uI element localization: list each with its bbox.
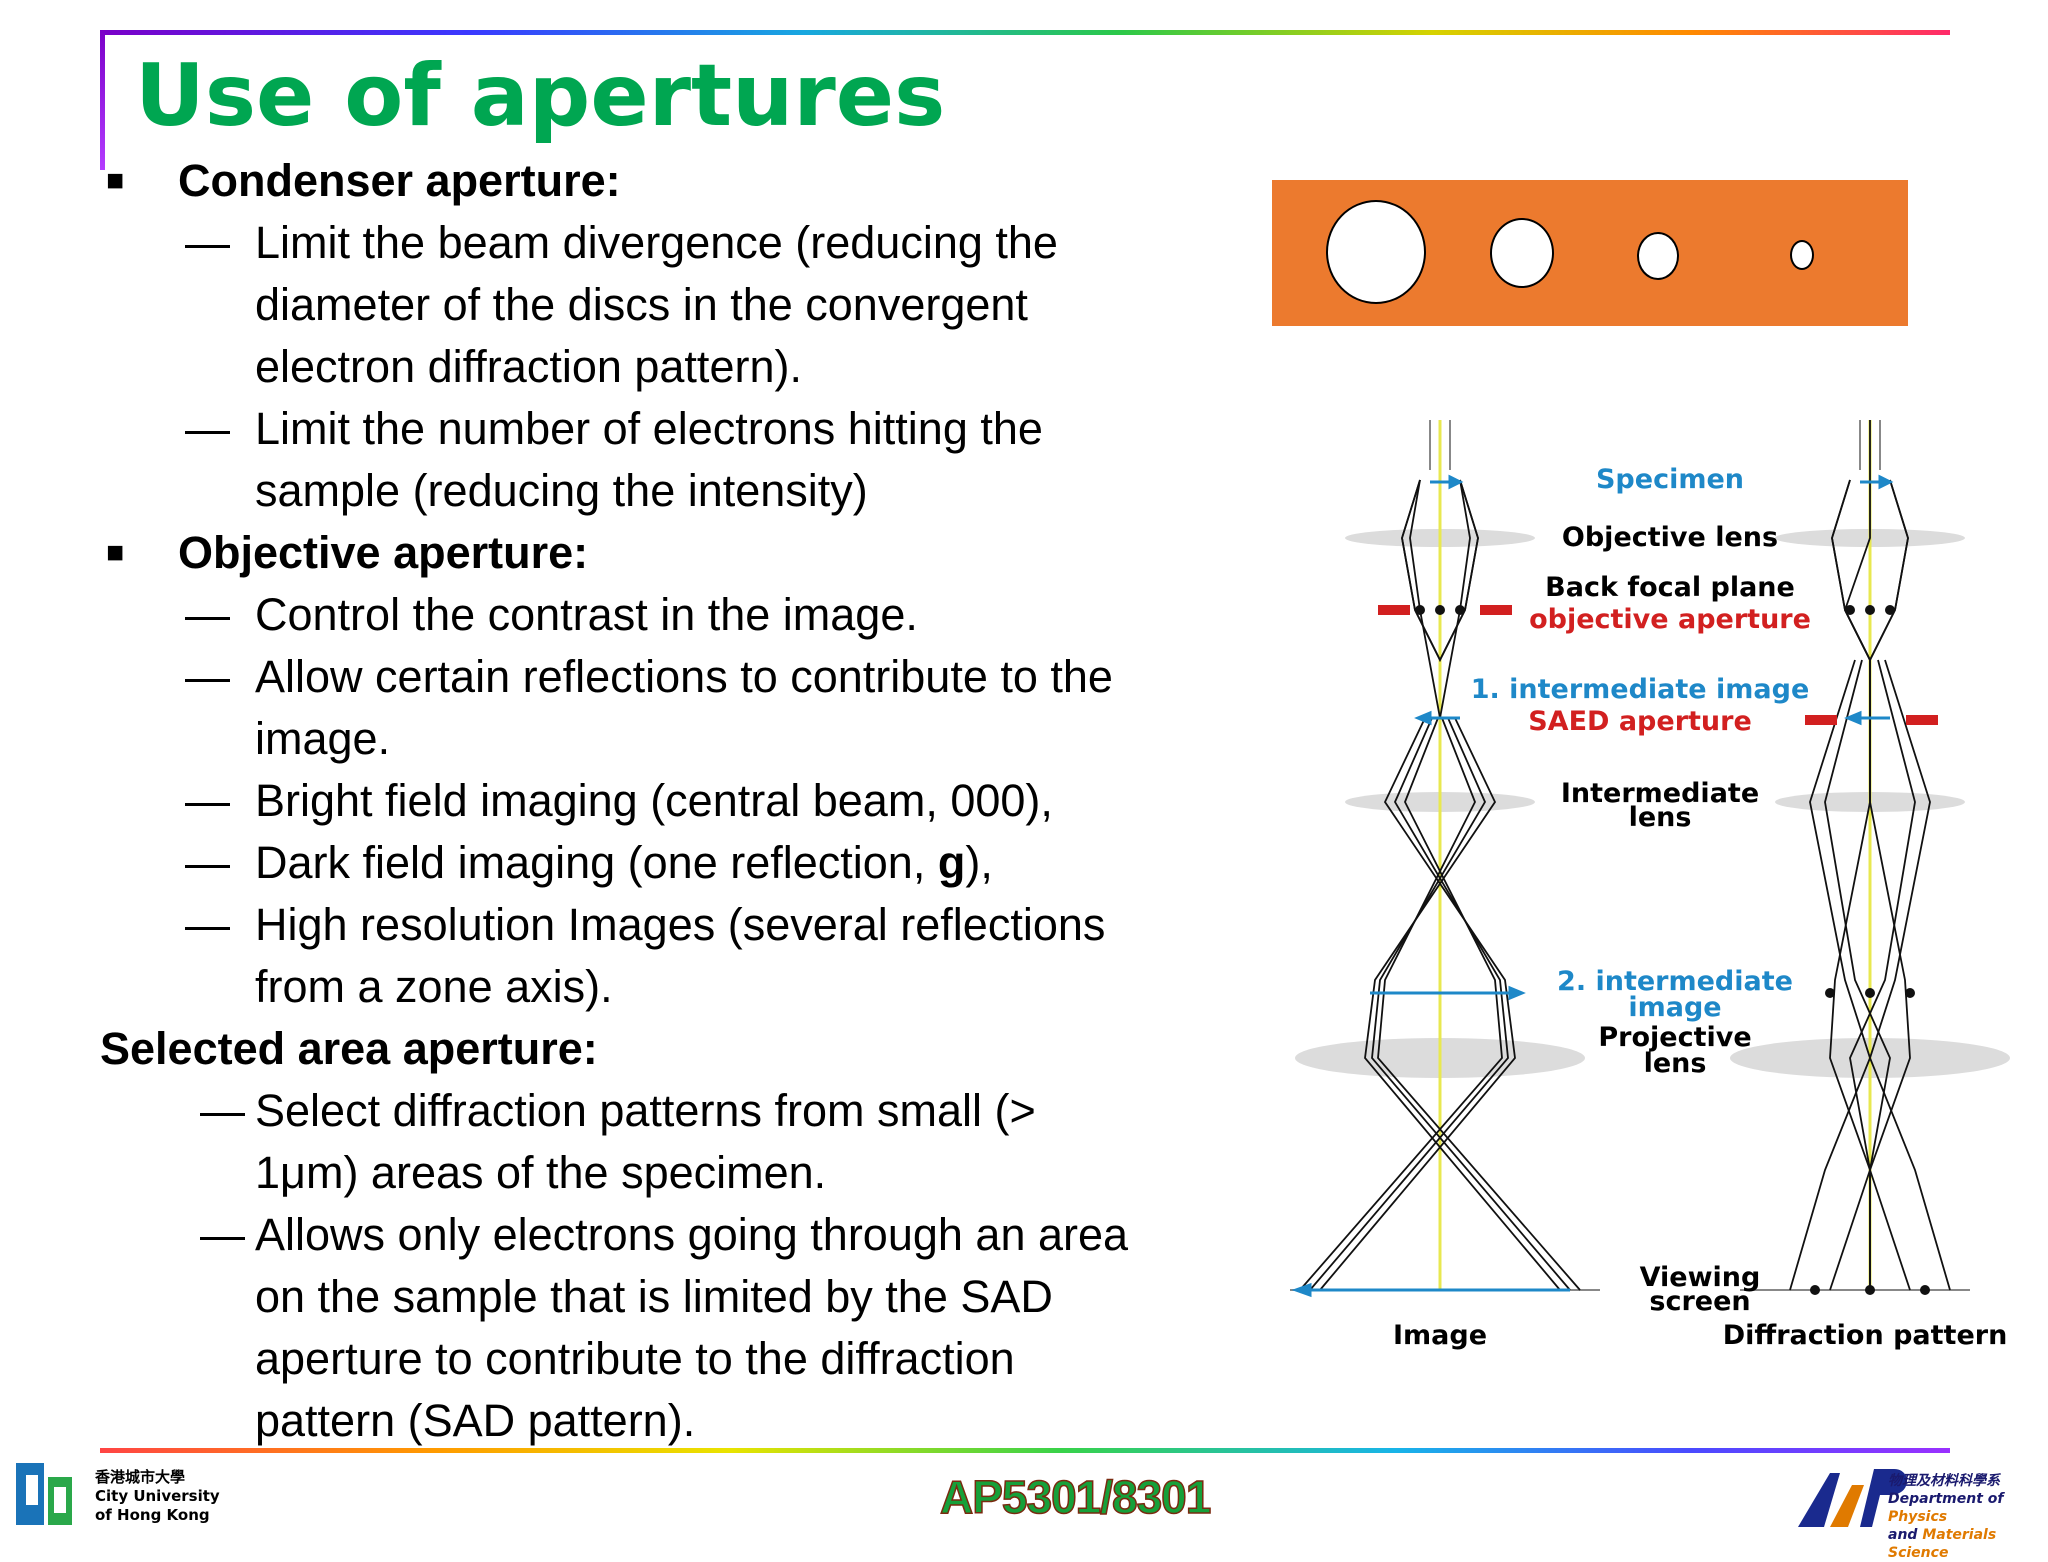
aperture-hole-small <box>1637 232 1679 280</box>
top-rainbow-divider <box>100 30 1950 35</box>
dash-icon: — <box>185 217 230 268</box>
saed-aperture-left-blade <box>1805 715 1837 725</box>
objective-heading: ■ Objective aperture: <box>100 522 1250 584</box>
label-diffraction-pattern: Diffraction pattern <box>1722 1320 2008 1351</box>
selected-area-point-2: — Allows only electrons going through an… <box>100 1204 1250 1452</box>
label-intermediate-image-1: 1. intermediate image <box>1470 674 1810 705</box>
title-accent-bar <box>100 30 105 170</box>
label-objective-lens: Objective lens <box>1561 522 1779 553</box>
label-projective-lens-1: Projective <box>1598 1022 1752 1053</box>
label-projective-lens-2: lens <box>1643 1048 1707 1079</box>
slide-body: ■ Condenser aperture: — Limit the beam d… <box>100 150 1250 1452</box>
label-intermediate-lens-1: Intermediate <box>1560 778 1760 809</box>
condenser-heading: ■ Condenser aperture: <box>100 150 1250 212</box>
selected-area-heading: Selected area aperture: <box>100 1023 598 1074</box>
objective-aperture-left-blade <box>1378 605 1410 615</box>
label-specimen: Specimen <box>1595 464 1744 495</box>
label-back-focal-plane: Back focal plane <box>1545 572 1795 603</box>
slide-title: Use of apertures <box>135 46 946 146</box>
ap-department-logo-icon <box>1798 1469 1908 1527</box>
saed-aperture-right-blade <box>1906 715 1938 725</box>
aperture-blades <box>1378 605 1938 725</box>
label-viewing-screen-1: Viewing <box>1639 1262 1761 1293</box>
cityu-wordmark: 香港城市大學 City University of Hong Kong <box>95 1468 220 1524</box>
aperture-strip <box>1272 180 1908 326</box>
rays-right <box>1789 420 1951 1291</box>
objective-point-3: — Bright field imaging (central beam, 00… <box>100 770 1250 832</box>
objective-aperture-right-blade <box>1480 605 1512 615</box>
label-intermediate-image-2b: image <box>1628 992 1722 1023</box>
department-wordmark: 物理及材料科學系 Department of Physics and Mater… <box>1888 1473 2004 1561</box>
label-image: Image <box>1392 1320 1488 1351</box>
dash-icon: — <box>185 775 230 826</box>
dash-icon: — <box>200 1085 245 1136</box>
label-viewing-screen-2: screen <box>1649 1286 1751 1317</box>
dash-icon: — <box>200 1209 245 1260</box>
label-objective-aperture: objective aperture <box>1529 604 1811 635</box>
course-code: AP5301/8301 <box>939 1470 1212 1524</box>
label-saed-aperture: SAED aperture <box>1528 706 1752 737</box>
bullet-square-icon: ■ <box>106 536 125 569</box>
dash-icon: — <box>185 899 230 950</box>
label-intermediate-image-2a: 2. intermediate <box>1557 966 1793 997</box>
label-intermediate-lens-2: lens <box>1628 802 1692 833</box>
dash-icon: — <box>185 651 230 702</box>
aperture-hole-tiny <box>1790 240 1814 270</box>
aperture-hole-large <box>1326 200 1426 304</box>
dash-icon: — <box>185 403 230 454</box>
rays-left <box>1299 479 1581 1291</box>
tem-ray-diagram: Specimen Objective lens Back focal plane… <box>1270 410 2030 1370</box>
aperture-hole-medium <box>1490 218 1554 288</box>
reflection-g: g <box>937 837 966 888</box>
objective-point-2: — Allow certain reflections to contribut… <box>100 646 1250 770</box>
condenser-point-1: — Limit the beam divergence (reducing th… <box>100 212 1250 398</box>
objective-point-4: — Dark field imaging (one reflection, g)… <box>100 832 1250 894</box>
objective-point-5: — High resolution Images (several reflec… <box>100 894 1250 1018</box>
condenser-point-2: — Limit the number of electrons hitting … <box>100 398 1250 522</box>
selected-area-point-1: — Select diffraction patterns from small… <box>100 1080 1250 1204</box>
dash-icon: — <box>185 837 230 888</box>
cityu-logo-icon <box>16 1463 72 1525</box>
dash-icon: — <box>185 589 230 640</box>
bottom-rainbow-divider <box>100 1448 1950 1453</box>
bullet-square-icon: ■ <box>106 164 125 197</box>
objective-point-1: — Control the contrast in the image. <box>100 584 1250 646</box>
ray-diagram-svg <box>1290 420 2010 1298</box>
